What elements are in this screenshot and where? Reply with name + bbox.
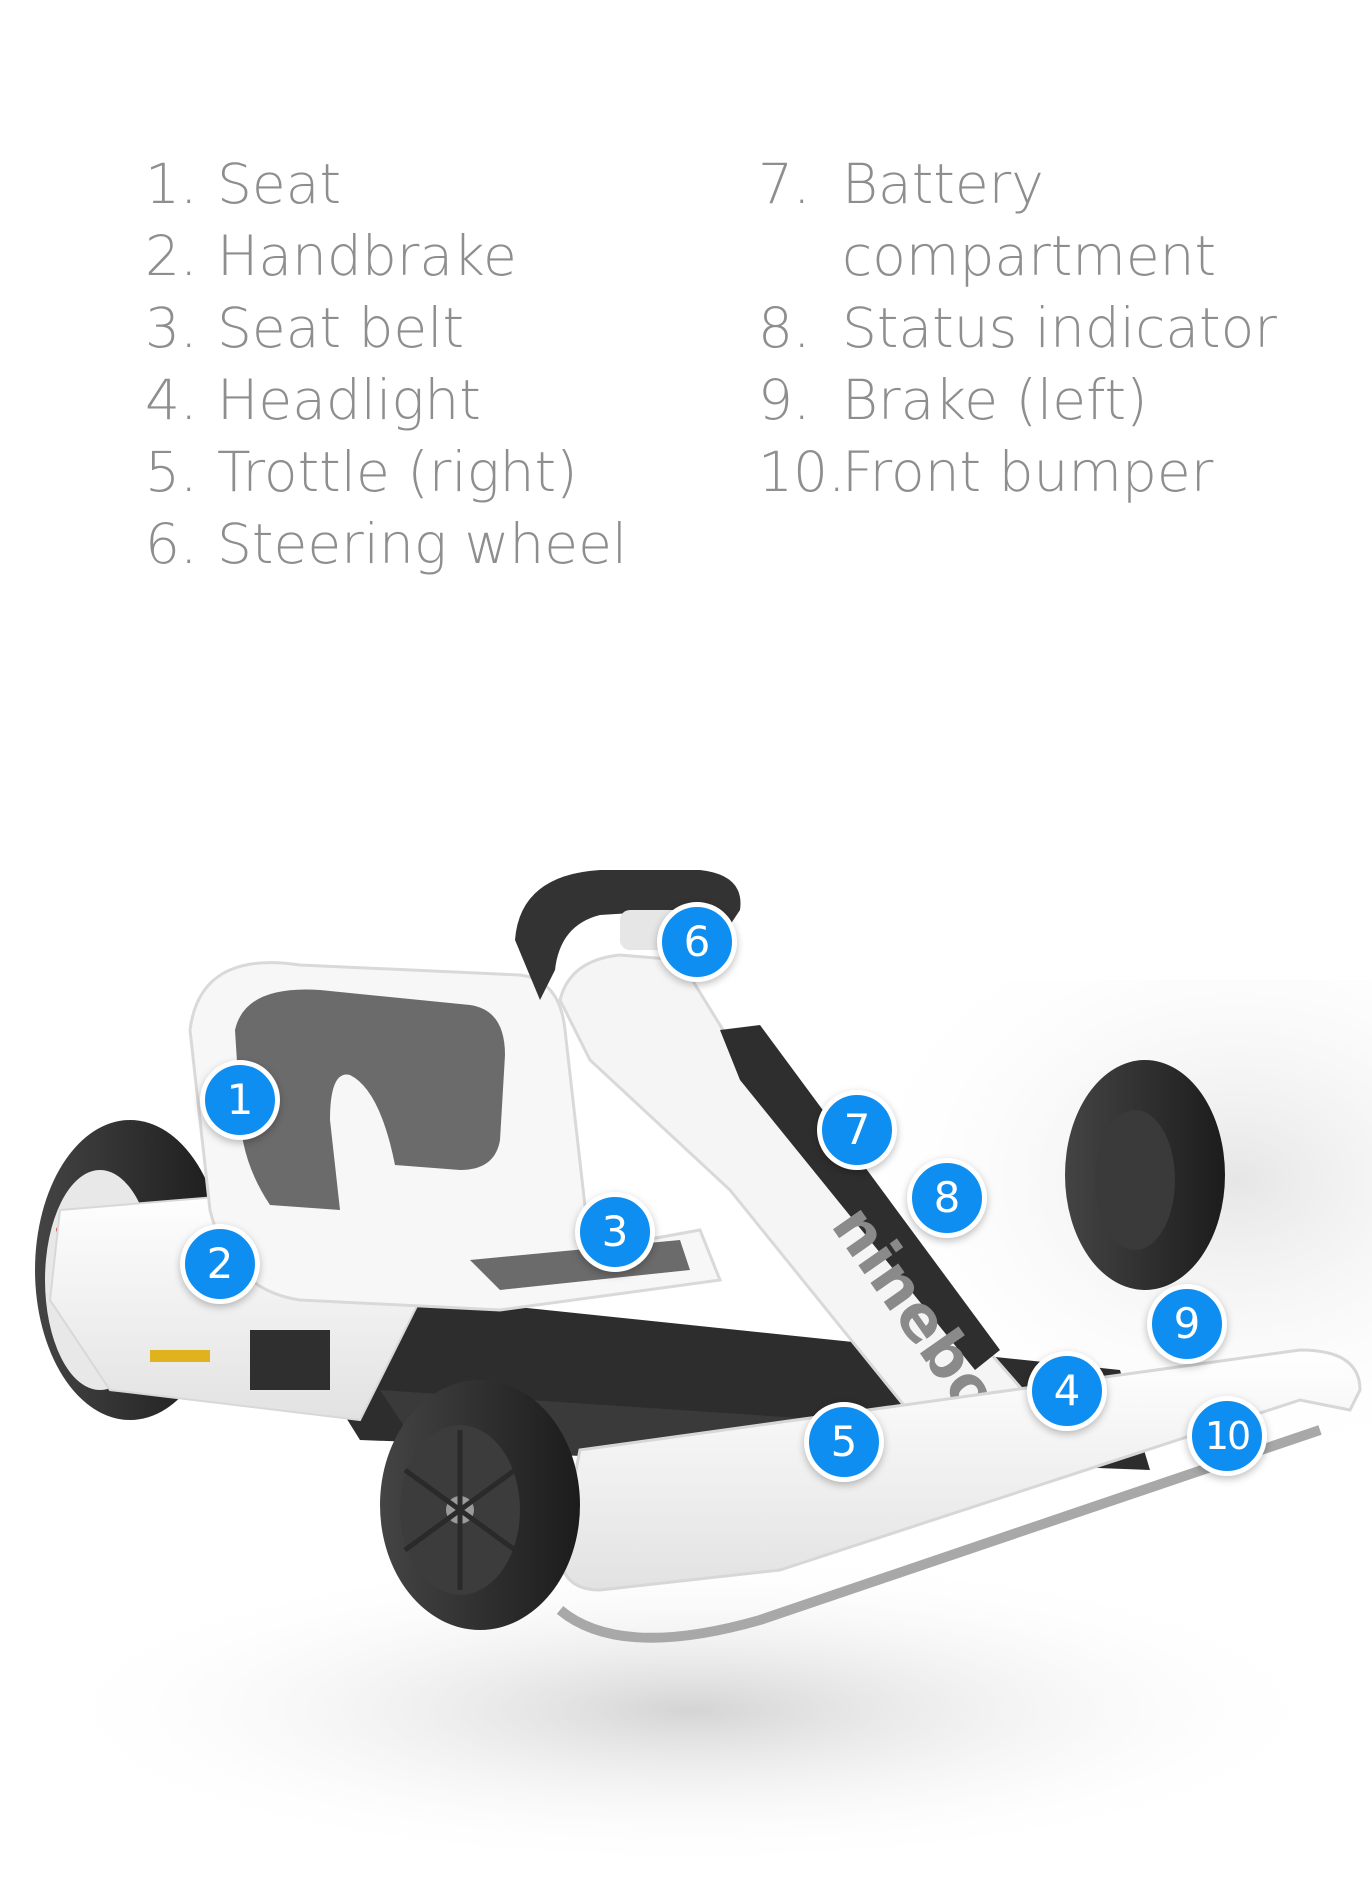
callout-9[interactable]: 9	[1147, 1284, 1227, 1364]
part-name: Battery compartment	[842, 152, 1217, 288]
part-number: 2.	[145, 224, 198, 288]
part-name: Front bumper	[842, 440, 1214, 504]
callout-2[interactable]: 2	[180, 1224, 260, 1304]
part-name: Status indicator	[842, 296, 1277, 360]
front-left-rim-spokes	[403, 1430, 517, 1590]
part-item-brake-left: 9. Brake (left)	[758, 364, 1277, 436]
part-name: Trottle (right)	[217, 440, 578, 504]
part-item-seat: 1. Seat	[145, 148, 627, 220]
part-name: Headlight	[217, 368, 481, 432]
part-item-battery-compartment: 7. Battery compartment	[758, 148, 1277, 292]
part-number: 8.	[758, 296, 811, 360]
part-item-handbrake: 2. Handbrake	[145, 220, 627, 292]
part-name: Handbrake	[217, 224, 517, 288]
part-number: 3.	[145, 296, 198, 360]
part-item-steering-wheel: 6. Steering wheel	[145, 508, 627, 580]
kart-diagram: ninebot 1 2 3 4 5 6 7 8 9 10	[0, 830, 1372, 1904]
part-item-status-indicator: 8. Status indicator	[758, 292, 1277, 364]
callout-4[interactable]: 4	[1027, 1351, 1107, 1431]
callout-6[interactable]: 6	[657, 902, 737, 982]
steering-column-rail	[720, 1025, 1000, 1370]
steering-wheel	[515, 870, 741, 1000]
part-number: 4.	[145, 368, 198, 432]
part-name: Seat	[217, 152, 342, 216]
side-reflector	[150, 1350, 210, 1362]
parts-list: 1. Seat 2. Handbrake 3. Seat belt 4. Headlig…	[0, 0, 1372, 600]
part-name: Brake (left)	[842, 368, 1148, 432]
callout-7[interactable]: 7	[817, 1090, 897, 1170]
part-number: 10.	[758, 440, 846, 504]
seat-pad	[235, 989, 505, 1210]
part-number: 1.	[145, 152, 198, 216]
go-kart-illustration: ninebot	[30, 870, 1372, 1870]
callout-10[interactable]: 10	[1187, 1396, 1267, 1476]
front-bumper-bar	[556, 1425, 1322, 1643]
part-number: 7.	[758, 152, 811, 216]
callout-3[interactable]: 3	[575, 1192, 655, 1272]
part-name: Seat belt	[217, 296, 465, 360]
part-item-trottle: 5. Trottle (right)	[145, 436, 627, 508]
parts-list-left-column: 1. Seat 2. Handbrake 3. Seat belt 4. Headlig…	[145, 148, 627, 580]
front-right-rim	[1095, 1110, 1175, 1250]
callout-1[interactable]: 1	[200, 1060, 280, 1140]
part-item-front-bumper: 10.Front bumper	[758, 436, 1277, 508]
part-item-headlight: 4. Headlight	[145, 364, 627, 436]
part-number: 9.	[758, 368, 811, 432]
side-vent	[250, 1330, 330, 1390]
part-number: 6.	[145, 512, 198, 576]
part-name: Steering wheel	[217, 512, 628, 576]
part-number: 5.	[145, 440, 198, 504]
callout-5[interactable]: 5	[804, 1402, 884, 1482]
part-item-seat-belt: 3. Seat belt	[145, 292, 627, 364]
callout-8[interactable]: 8	[907, 1158, 987, 1238]
floor-shadow	[30, 1550, 1350, 1870]
parts-list-right-column: 7. Battery compartment 8. Status indicator…	[758, 148, 1277, 508]
